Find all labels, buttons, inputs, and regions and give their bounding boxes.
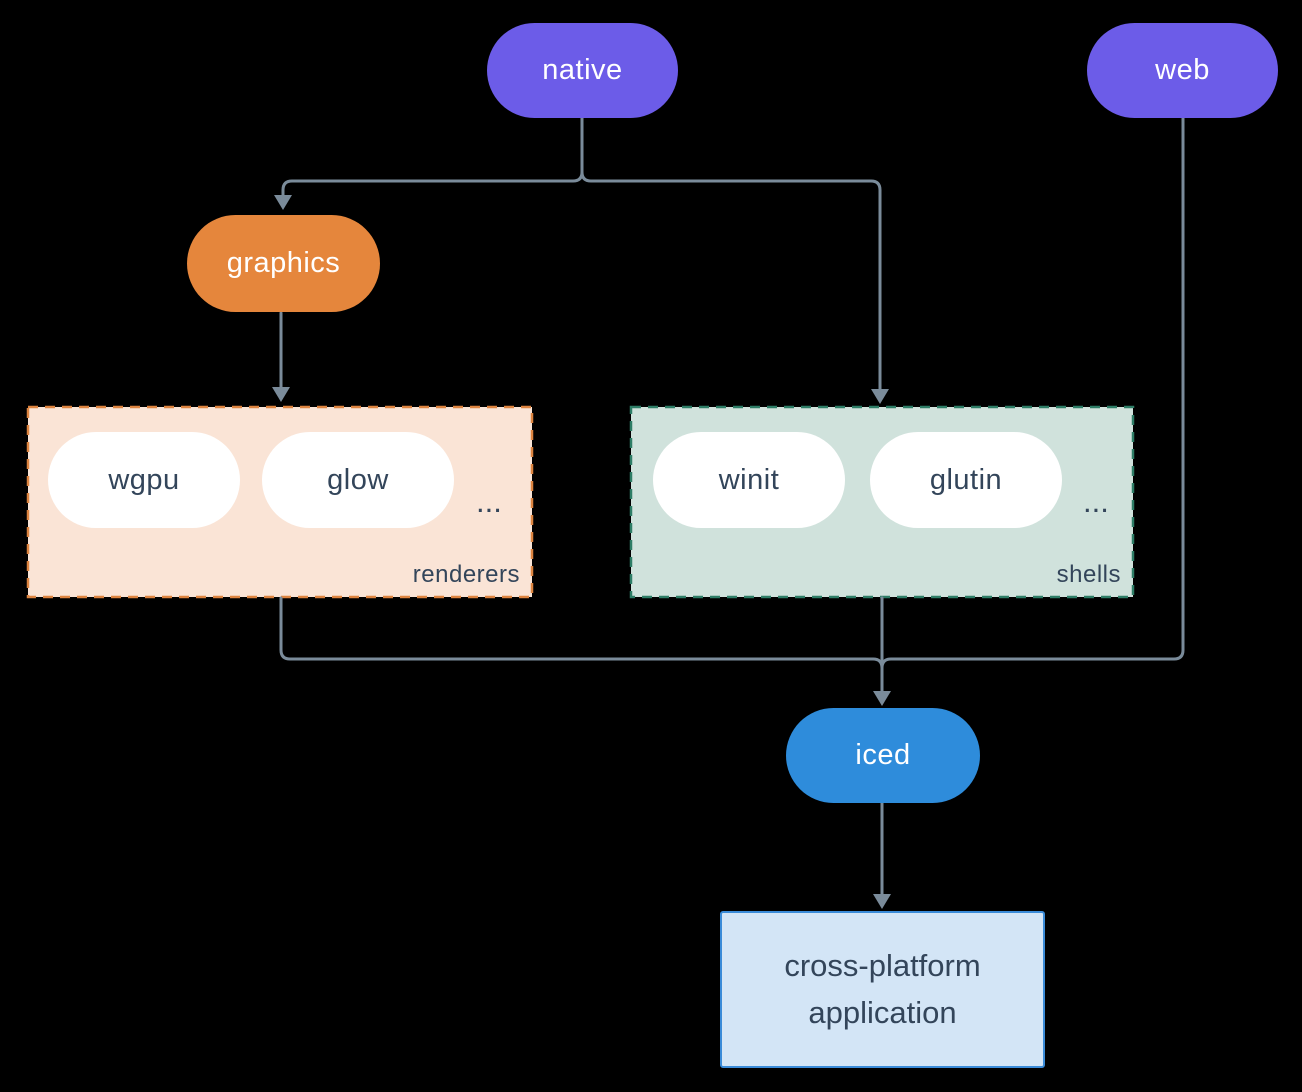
renderers-label: renderers xyxy=(412,561,520,588)
arrowhead-renderers xyxy=(272,387,290,402)
node-web: web xyxy=(1087,23,1278,118)
node-glutin: glutin xyxy=(870,432,1062,528)
edge-native-to-shells xyxy=(580,116,882,392)
node-native: native xyxy=(487,23,678,118)
edge-native-to-graphics xyxy=(281,116,584,198)
node-wgpu: wgpu xyxy=(48,432,240,528)
shells-ellipsis: ... xyxy=(1083,484,1109,519)
edge-renderers-to-iced xyxy=(279,596,884,670)
node-cross-platform-application: cross-platform application xyxy=(720,911,1045,1068)
node-winit: winit xyxy=(653,432,845,528)
node-glow: glow xyxy=(262,432,454,528)
node-iced: iced xyxy=(786,708,980,803)
renderers-ellipsis: ... xyxy=(476,484,502,519)
arrowhead-application xyxy=(873,894,891,909)
group-renderers: wgpu glow ... renderers xyxy=(27,406,533,598)
arrowhead-iced xyxy=(873,691,891,706)
node-graphics: graphics xyxy=(187,215,380,312)
arrowhead-graphics xyxy=(274,195,292,210)
shells-label: shells xyxy=(1056,561,1121,588)
group-shells: winit glutin ... shells xyxy=(630,406,1134,598)
arrowhead-shells xyxy=(871,389,889,404)
